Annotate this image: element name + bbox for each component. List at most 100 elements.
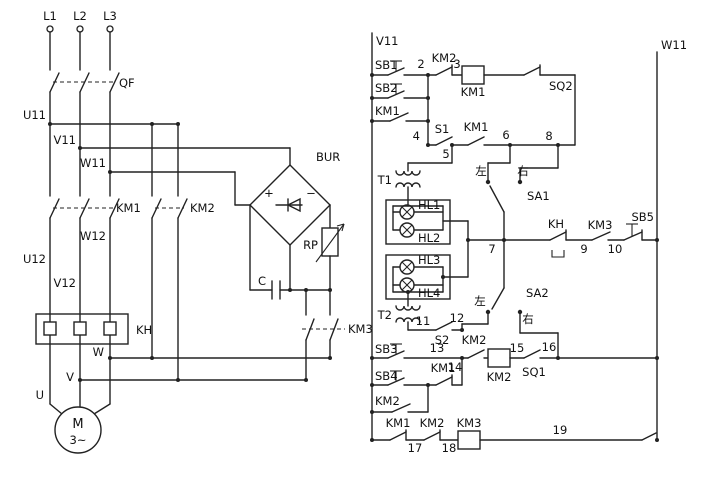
node-3: 3 <box>453 57 460 71</box>
label-l2: L2 <box>73 9 87 23</box>
rung-km2-start: SB3 13 14 KM2 KM2 15 SQ1 16 <box>371 333 658 384</box>
rung-km3-brake: KM1 17 KM2 18 KM3 19 <box>371 416 657 455</box>
label-motor-m: M <box>72 417 83 432</box>
node-15: 15 <box>510 341 525 355</box>
node-5: 5 <box>442 147 449 161</box>
kh-overload-relay: KH <box>35 313 152 345</box>
label-km1-hold: KM1 <box>375 104 400 118</box>
label-t1: T1 <box>377 173 392 187</box>
control-section: V11 W11 SB1 2 KM2 3 KM1 SQ2 <box>370 32 687 455</box>
label-bur: BUR <box>316 150 340 164</box>
label-sa1-right: 右 <box>517 164 529 178</box>
label-km2-hold: KM2 <box>375 394 400 408</box>
label-kh-power: KH <box>136 323 152 337</box>
t1-transformer: T1 <box>377 144 453 207</box>
label-km2-aux: KM2 <box>462 333 487 347</box>
rung-s2: 11 S2 12 <box>407 311 465 347</box>
node-19: 19 <box>553 423 568 437</box>
label-s2: S2 <box>435 333 450 347</box>
label-sq1: SQ1 <box>522 365 546 379</box>
label-hl2: HL2 <box>418 231 440 245</box>
label-v12: V12 <box>53 276 76 290</box>
km1-holding-branch: KM1 4 <box>371 74 430 147</box>
sa2-selector: 左 右 SA2 <box>461 239 559 359</box>
phase-terminals: L1 L2 L3 <box>43 9 117 33</box>
lamp-box-1: HL1 HL2 <box>385 198 469 245</box>
label-c: C <box>258 274 266 288</box>
node-8: 8 <box>545 129 552 143</box>
node-16: 16 <box>542 340 557 354</box>
qf-breaker: QF <box>49 72 135 93</box>
label-hl4: HL4 <box>418 286 440 300</box>
label-km3-aux: KM3 <box>588 218 613 232</box>
label-sq2: SQ2 <box>549 79 573 93</box>
km2-main-contacts: KM2 <box>150 123 215 382</box>
label-v11-rail: V11 <box>376 34 399 48</box>
label-sb5: SB5 <box>631 210 654 224</box>
node-7: 7 <box>488 242 495 256</box>
label-u11: U11 <box>23 108 46 122</box>
label-sb2: SB2 <box>375 81 398 95</box>
minus-sign: − <box>306 186 316 200</box>
node-11: 11 <box>416 314 431 328</box>
node-6: 6 <box>502 128 509 142</box>
node-13: 13 <box>430 341 445 355</box>
label-motor-phase: 3~ <box>70 433 87 447</box>
sb2-branch: SB2 <box>371 81 430 100</box>
node-18: 18 <box>442 441 457 455</box>
node-12: 12 <box>450 311 465 325</box>
label-hl3: HL3 <box>418 253 440 267</box>
sa1-selector: 左 右 SA1 <box>475 144 559 241</box>
label-km1-main: KM1 <box>116 201 141 215</box>
plus-sign: + <box>264 186 274 200</box>
v11-rail: V11 <box>370 32 399 442</box>
t2-transformer: T2 <box>377 305 421 331</box>
label-sa1-left: 左 <box>475 164 487 178</box>
label-l1: L1 <box>43 9 57 23</box>
label-sb1: SB1 <box>375 58 398 72</box>
label-t2: T2 <box>377 308 392 322</box>
label-w11: W11 <box>80 156 106 170</box>
label-v11: V11 <box>53 133 76 147</box>
label-km3-brake: KM3 <box>348 322 373 336</box>
node-10: 10 <box>608 242 623 256</box>
label-km2-nc: KM2 <box>432 51 457 65</box>
label-km3-coil: KM3 <box>457 416 482 430</box>
label-kh-contact: KH <box>548 217 564 231</box>
power-section: L1 L2 L3 QF U11 V11 W11 <box>23 9 373 454</box>
label-sa2-left: 左 <box>474 294 486 308</box>
label-l3: L3 <box>103 9 117 23</box>
label-km1-nc: KM1 <box>431 361 456 375</box>
km1-main-contacts: KM1 <box>49 198 141 219</box>
rung-km1-start: SB1 2 KM2 3 KM1 SQ2 <box>371 51 576 146</box>
label-hl1: HL1 <box>418 198 440 212</box>
rung-kh-km3-sb5: 7 KH 9 KM3 10 SB5 <box>466 210 658 258</box>
node-14: 14 <box>448 360 463 374</box>
bridge-rectifier: BUR + − <box>249 150 340 246</box>
lamp-box-2: HL3 HL4 <box>385 239 469 307</box>
label-u12: U12 <box>23 252 46 266</box>
label-s1: S1 <box>435 122 450 136</box>
filter-capacitor: C <box>249 204 332 300</box>
km3-brake-contacts: KM3 <box>302 289 373 381</box>
label-km1-coil: KM1 <box>461 85 486 99</box>
rp-rheostat: RP <box>303 204 345 291</box>
sb4-branch: SB4 KM1 <box>371 357 463 387</box>
label-km2-main: KM2 <box>190 201 215 215</box>
motor: M 3~ <box>54 406 102 454</box>
motor-lead-wires: W V U <box>36 345 332 402</box>
label-v: V <box>66 370 74 384</box>
label-sb4: SB4 <box>375 369 398 383</box>
rung-s1: S1 5 KM1 6 8 <box>427 120 576 161</box>
feeder-branch <box>48 122 291 206</box>
label-sb3: SB3 <box>375 342 398 356</box>
label-km2-coil: KM2 <box>487 370 512 384</box>
label-w: W <box>93 345 104 359</box>
node-2: 2 <box>417 57 424 71</box>
label-sa2-right: 右 <box>522 312 534 326</box>
node-4: 4 <box>413 129 420 143</box>
label-u: U <box>36 388 44 402</box>
w11-rail: W11 <box>655 38 687 442</box>
